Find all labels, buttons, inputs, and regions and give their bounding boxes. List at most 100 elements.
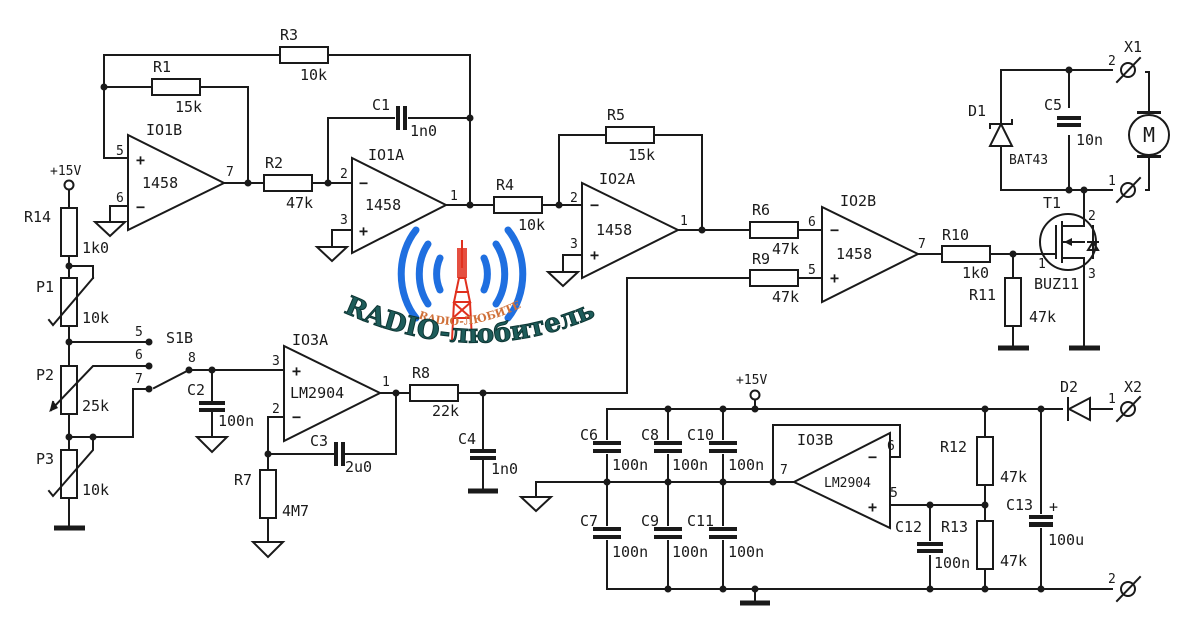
c5-ref: C5 [1044,96,1062,114]
capacitor-c7 [592,526,622,540]
c9-ref: C9 [641,512,659,530]
capacitor-c9 [653,526,683,540]
io2b-part: 1458 [836,245,872,263]
x1-terminal-2[interactable] [1120,62,1136,78]
antenna-tower-icon [451,240,473,341]
io3a-part: LM2904 [290,384,344,402]
supply-terminal [749,389,761,401]
c10-ref: C10 [687,426,714,444]
switch-contact-5[interactable] [145,338,153,346]
opamp-io2b [821,205,921,304]
c7-ref: C7 [580,512,598,530]
capacitor-c10 [708,440,738,454]
r2-value: 47k [286,194,313,212]
r1-value: 15k [175,98,202,116]
x2-ref: X2 [1124,378,1142,396]
switch-lever[interactable] [152,368,191,390]
diode-d1 [988,121,1014,147]
source-line [1061,257,1085,348]
resistor-r12 [976,436,994,486]
io2a-section: R5 15k IO2A 1458 − + 2 3 1 [545,106,751,288]
capacitor-c8 [653,440,683,454]
input-network: +15V R14 1k0 P1 10k P2 25k P3 10k [24,164,285,531]
switch-contact-7[interactable] [145,385,153,393]
pot-p3[interactable] [60,449,78,499]
terminal-slash [1115,176,1142,204]
r5-value: 15k [628,146,655,164]
junction-dot [719,478,727,486]
diode-d1-bar [989,119,1013,125]
c13-polarity: + [1049,498,1058,516]
io3b-pin-plus: 5 [890,486,898,501]
opamp-io3b [791,431,891,530]
r4-value: 10k [518,216,545,234]
s1b-pin-7: 7 [135,372,143,387]
junction-dot [981,405,989,413]
resistor-r2 [263,174,313,192]
resistor-r10 [941,245,991,263]
junction-dot [392,389,400,397]
wire [558,134,607,206]
ground-icon [92,221,128,238]
junction-dot [926,585,934,593]
ground-icon [194,436,230,454]
c1-value: 1n0 [410,122,437,140]
wire [535,481,774,498]
junction-dot [664,478,672,486]
ground-icon [314,246,350,263]
r7-ref: R7 [234,471,252,489]
c11-value: 100n [728,543,764,561]
switch-contact-6[interactable] [145,362,153,370]
r13-ref: R13 [941,518,968,536]
r6-ref: R6 [752,201,770,219]
wire [562,254,583,273]
wire [103,54,281,153]
io2a-pin-minus: 2 [570,191,578,206]
c10-value: 100n [728,456,764,474]
t1-pin-source: 3 [1088,267,1096,282]
plus-sign: + [136,151,145,169]
c6-value: 100n [612,456,648,474]
c13-ref: C13 [1006,496,1033,514]
io1b-ref: IO1B [146,121,182,139]
x1-terminal-1[interactable] [1120,182,1136,198]
pot-p1[interactable] [60,277,78,327]
r4-ref: R4 [496,176,514,194]
io1a-pin-minus: 2 [340,167,348,182]
junction-dot [698,226,706,234]
resistor-r11 [1004,277,1022,327]
p2-value: 25k [82,397,109,415]
io2b-pin-plus: 5 [808,263,816,278]
junction-dot [466,114,474,122]
c11-ref: C11 [687,512,714,530]
junction-dot [664,405,672,413]
wire [327,117,395,184]
wire [1145,156,1150,191]
p1-value: 10k [82,309,109,327]
x2-terminal-1[interactable] [1120,401,1136,417]
c9-value: 100n [672,543,708,561]
io1a-section: C1 1n0 IO1A 1458 − + 2 3 1 R4 10k [314,96,583,263]
c2-ref: C2 [187,381,205,399]
io1b-pin-minus: 6 [116,191,124,206]
pot-p1-wiper [47,276,95,327]
c8-ref: C8 [641,426,659,444]
diode-d2 [1066,396,1091,422]
wire [199,86,249,184]
c5-value: 10n [1076,131,1103,149]
io3a-pin-plus: 3 [272,354,280,369]
x1-pin-2: 2 [1108,54,1116,69]
arrow-icon [49,402,58,412]
resistor-r1 [151,78,201,96]
plus-sign: + [868,498,877,516]
x2-terminal-2[interactable] [1120,581,1136,597]
c12-ref: C12 [895,518,922,536]
junction-dot [244,179,252,187]
junction-dot [466,201,474,209]
minus-sign: − [292,408,301,426]
p3-value: 10k [82,481,109,499]
c13-value: 100u [1048,531,1084,549]
r3-ref: R3 [280,26,298,44]
opamp-io2a [581,181,681,280]
